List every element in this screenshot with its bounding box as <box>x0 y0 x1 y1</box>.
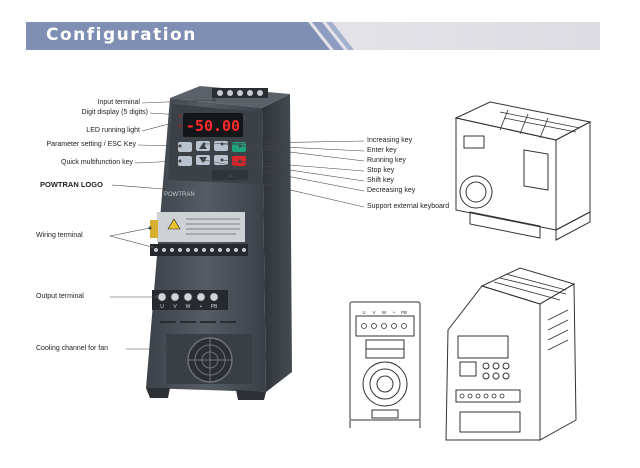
svg-text:V: V <box>372 310 375 315</box>
svg-text:U: U <box>160 304 164 310</box>
label-quick-multifunction: Quick multifunction key <box>61 159 133 166</box>
output-letters: U V W + PB <box>160 304 218 310</box>
banner-background <box>26 22 600 50</box>
svg-text:W: W <box>186 304 191 310</box>
enter-key <box>214 141 228 151</box>
drawing-isometric-bottom <box>445 267 577 441</box>
label-running-key: Running key <box>367 157 406 164</box>
drawing-isometric-top <box>454 101 592 241</box>
right-leader-lines <box>202 140 365 208</box>
display-digits: -50.00 <box>186 117 240 135</box>
title-banner: Configuration <box>26 22 600 50</box>
brand-logo: POWTRAN <box>164 192 195 198</box>
svg-text:+: + <box>200 304 203 310</box>
drawing-front-view <box>349 301 421 428</box>
wiring-screws <box>154 248 246 252</box>
label-decreasing-key: Decreasing key <box>367 187 416 194</box>
label-stop-key: Stop key <box>367 167 395 174</box>
quick-key <box>178 156 192 166</box>
svg-text:PB: PB <box>401 310 407 315</box>
device-side-face <box>262 94 292 392</box>
label-cooling-channel: Cooling channel for fan <box>36 345 108 352</box>
label-led-running-light: LED running light <box>86 127 140 134</box>
label-wiring-terminal: Wiring terminal <box>36 232 83 239</box>
label-output-terminal: Output terminal <box>36 293 84 300</box>
inverter-device: -50.00 POWTRAN <box>146 86 292 400</box>
left-leader-lines <box>109 98 216 351</box>
front-view-letters: U V W + PB <box>362 310 407 315</box>
svg-text:+: + <box>393 310 396 315</box>
output-screws <box>157 292 219 302</box>
page-title: Configuration <box>46 25 197 45</box>
prg-key <box>178 142 192 152</box>
label-increasing-key: Increasing key <box>367 137 413 144</box>
label-support-keyboard: Support external keyboard <box>367 203 450 210</box>
label-powtran-logo: POWTRAN LOGO <box>40 180 103 189</box>
label-param-setting: Parameter setting / ESC Key <box>46 141 136 148</box>
digit-display <box>183 113 243 137</box>
svg-text:W: W <box>382 310 387 315</box>
wiring-terminal-block <box>150 244 248 256</box>
jumper-switch <box>150 220 158 238</box>
svg-text:PB: PB <box>211 304 218 310</box>
input-screws <box>217 90 263 96</box>
svg-text:V: V <box>173 304 177 310</box>
label-shift-key: Shift key <box>367 177 394 184</box>
label-digit-display: Digit display (5 digits) <box>81 109 148 116</box>
label-enter-key: Enter key <box>367 147 397 154</box>
svg-text:U: U <box>362 310 365 315</box>
label-input-terminal: Input terminal <box>97 99 140 106</box>
